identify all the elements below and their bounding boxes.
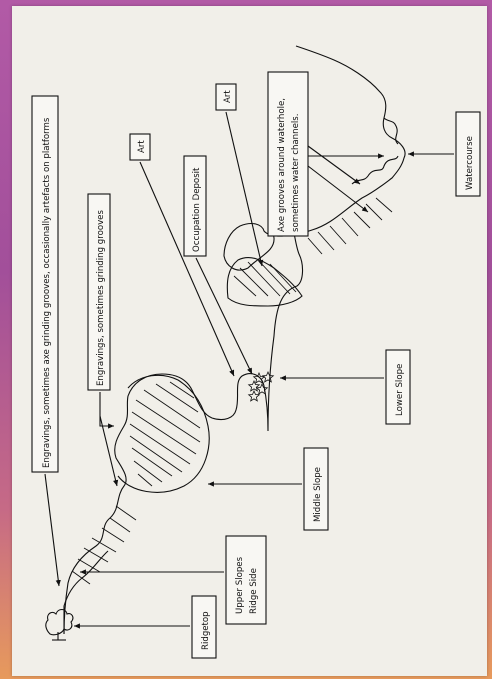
arrow-engravings-grinding-2: [99, 415, 119, 487]
label-art-upper: Art: [129, 133, 151, 161]
middle-slope-hatching: [129, 381, 201, 487]
label-engravings-grinding: Engravings, sometimes grinding grooves: [87, 193, 111, 391]
svg-text:Watercourse: Watercourse: [465, 136, 475, 190]
label-upper-slopes: Upper Slopes Ridge Side: [225, 535, 267, 625]
art-shelter-outline: [226, 257, 303, 307]
arrow-occupation-deposit: [195, 257, 253, 375]
waterhole-outline: [351, 155, 399, 185]
svg-text:Ridge Side: Ridge Side: [249, 568, 259, 614]
svg-text:Middle Slope: Middle Slope: [313, 467, 323, 522]
diagram-sheet: Engravings, sometimes axe grinding groov…: [12, 6, 487, 676]
label-ridgetop: Ridgetop: [191, 595, 217, 659]
arrow-art-lower: [225, 111, 264, 267]
svg-text:Upper Slopes: Upper Slopes: [235, 556, 245, 614]
svg-text:sometimes water channels.: sometimes water channels.: [291, 114, 301, 232]
svg-text:Art: Art: [137, 140, 147, 153]
art-shelter-hatching: [233, 259, 297, 297]
upper-slope-hatching: [71, 505, 137, 585]
label-middle-slope: Middle Slope: [303, 447, 329, 531]
middle-slope-outline: [117, 374, 210, 493]
arrow-art-upper: [139, 161, 235, 377]
label-lower-slope: Lower Slope: [385, 349, 411, 425]
label-axe-grooves: Axe grooves around waterhole, sometimes …: [267, 71, 309, 237]
svg-text:Ridgetop: Ridgetop: [201, 611, 211, 650]
svg-text:Occupation Deposit: Occupation Deposit: [192, 167, 202, 252]
svg-text:Axe grooves around waterhole,: Axe grooves around waterhole,: [277, 98, 287, 232]
arrow-axe-grooves-1: [307, 145, 361, 185]
svg-text:Engravings, sometimes grinding: Engravings, sometimes grinding grooves: [96, 210, 106, 386]
arrow-engravings-grinding-1: [99, 392, 114, 429]
ridge-side-hatching: [307, 197, 393, 255]
svg-text:Engravings, sometimes axe grin: Engravings, sometimes axe grinding groov…: [42, 117, 52, 468]
landscape-cross-section-diagram: Engravings, sometimes axe grinding groov…: [31, 45, 481, 659]
label-art-lower: Art: [215, 83, 237, 111]
star-cluster-icon: [247, 370, 275, 402]
label-engravings-axe-platforms: Engravings, sometimes axe grinding groov…: [31, 95, 59, 473]
watercourse-channel: [383, 117, 399, 145]
terrain-profile-line: [63, 45, 406, 635]
tree-icon: [45, 608, 74, 641]
arrow-axe-grooves-3: [307, 165, 369, 213]
arrow-engravings-top: [44, 473, 61, 587]
label-watercourse: Watercourse: [455, 111, 481, 197]
svg-text:Lower Slope: Lower Slope: [395, 364, 405, 416]
svg-text:Art: Art: [223, 90, 233, 103]
label-occupation-deposit: Occupation Deposit: [183, 155, 207, 257]
